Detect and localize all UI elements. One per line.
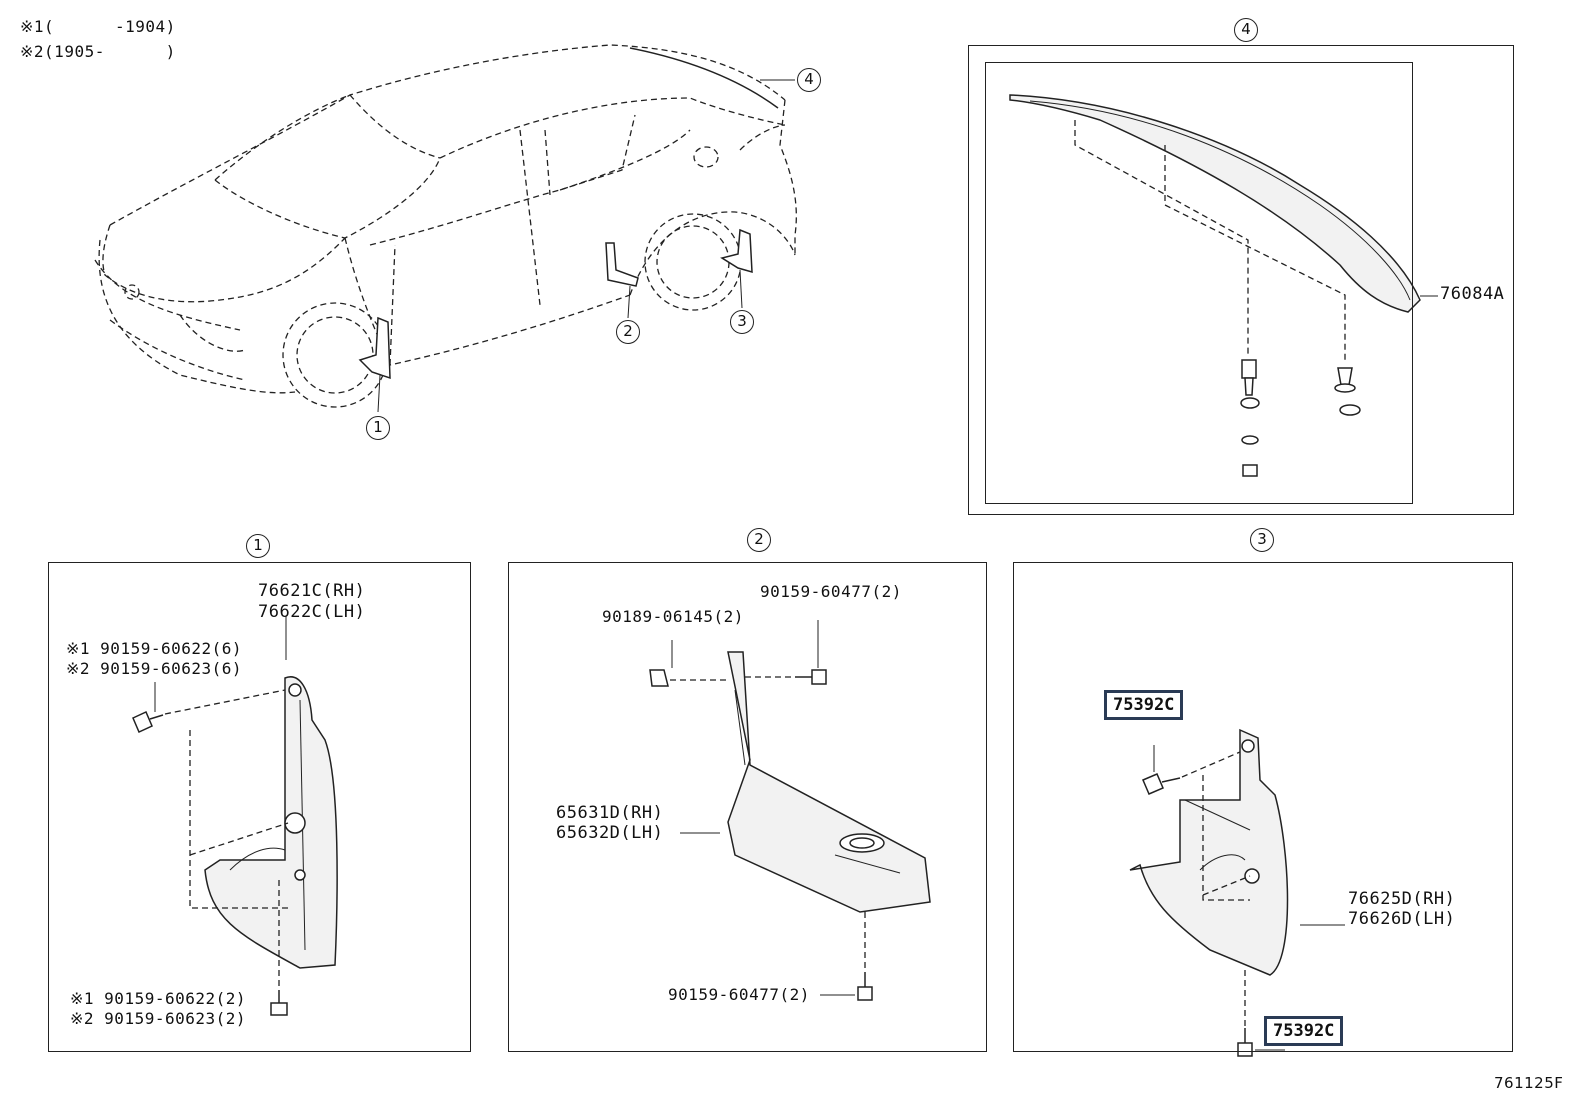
screw-bottom-label[interactable]: 90159-60477(2) — [668, 985, 810, 1004]
panel-1-number: 1 — [246, 534, 270, 558]
bolt-top-1-label[interactable]: ※1 90159-60622(6) — [66, 639, 243, 658]
part-76622c-label[interactable]: 76622C(LH) — [258, 602, 366, 622]
figure-id: 761125F — [1494, 1074, 1564, 1092]
clip-90189-label[interactable]: 90189-06145(2) — [602, 607, 744, 626]
screw-top-label[interactable]: 90159-60477(2) — [760, 582, 902, 601]
part-76084a-label[interactable]: 76084A — [1440, 284, 1505, 304]
part-75392c-bottom-highlight[interactable]: 75392C — [1264, 1016, 1344, 1046]
note-1: ※1( -1904) — [20, 17, 176, 36]
callout-1[interactable]: 1 — [366, 416, 390, 440]
panel-3-number: 3 — [1250, 528, 1274, 552]
panel-2-frame — [508, 562, 987, 1052]
panel-4-inner-frame — [985, 62, 1413, 504]
part-65632d-label[interactable]: 65632D(LH) — [556, 823, 664, 843]
bolt-bottom-2-label[interactable]: ※2 90159-60623(2) — [70, 1009, 247, 1028]
bolt-bottom-1-label[interactable]: ※1 90159-60622(2) — [70, 989, 247, 1008]
callout-2[interactable]: 2 — [616, 320, 640, 344]
rocker-part-art — [649, 620, 931, 1001]
note-2: ※2(1905- ) — [20, 42, 176, 61]
part-76621c-label[interactable]: 76621C(RH) — [258, 581, 366, 601]
front-mudguard-art — [132, 616, 338, 1016]
panel-4-number: 4 — [1234, 18, 1258, 42]
rear-mudguard-art — [1129, 728, 1345, 1057]
panel-1-frame — [48, 562, 471, 1052]
part-76625d-label[interactable]: 76625D(RH) — [1348, 889, 1456, 909]
callout-4[interactable]: 4 — [797, 68, 821, 92]
part-75392c-top-highlight[interactable]: 75392C — [1104, 690, 1184, 720]
panel-4-frame — [968, 45, 1514, 515]
bolt-top-2-label[interactable]: ※2 90159-60623(6) — [66, 659, 243, 678]
vehicle-overview — [94, 44, 797, 413]
spoiler-art — [1009, 94, 1438, 477]
panel-3-frame — [1013, 562, 1513, 1052]
part-65631d-label[interactable]: 65631D(RH) — [556, 803, 664, 823]
panel-2-number: 2 — [747, 528, 771, 552]
callout-3[interactable]: 3 — [730, 310, 754, 334]
part-76626d-label[interactable]: 76626D(LH) — [1348, 909, 1456, 929]
